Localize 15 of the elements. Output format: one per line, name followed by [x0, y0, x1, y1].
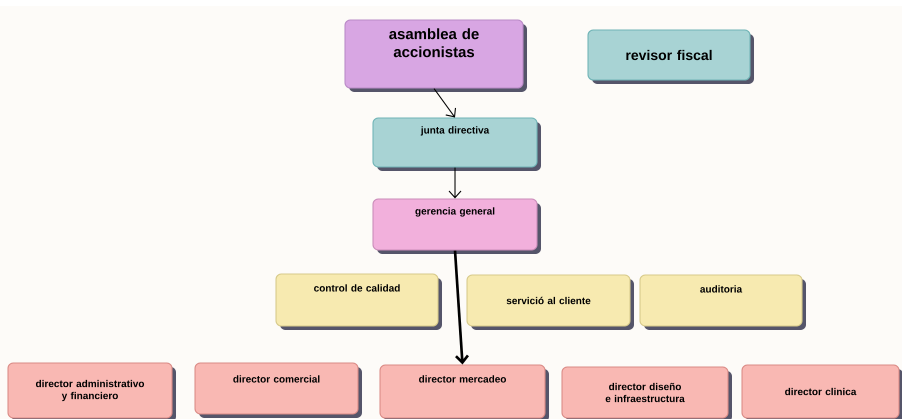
arrow — [454, 250, 469, 364]
org-box: director diseño e infraestructura — [561, 366, 732, 419]
org-box: revisor fiscal — [587, 29, 754, 84]
org-box: servició al cliente — [466, 274, 634, 330]
org-box: director clinica — [741, 364, 902, 419]
org-box: junta directiva — [372, 117, 541, 171]
org-box: control de calidad — [275, 273, 442, 330]
org-box: asamblea de accionistas — [344, 19, 527, 92]
org-box: gerencia general — [372, 198, 541, 254]
org-box: director comercial — [194, 362, 362, 418]
org-box: auditoria — [639, 274, 806, 330]
arrow — [448, 168, 462, 198]
org-box: director mercadeo — [379, 364, 549, 419]
org-box: director administrativo y financiero — [7, 362, 176, 419]
arrow — [434, 88, 456, 118]
